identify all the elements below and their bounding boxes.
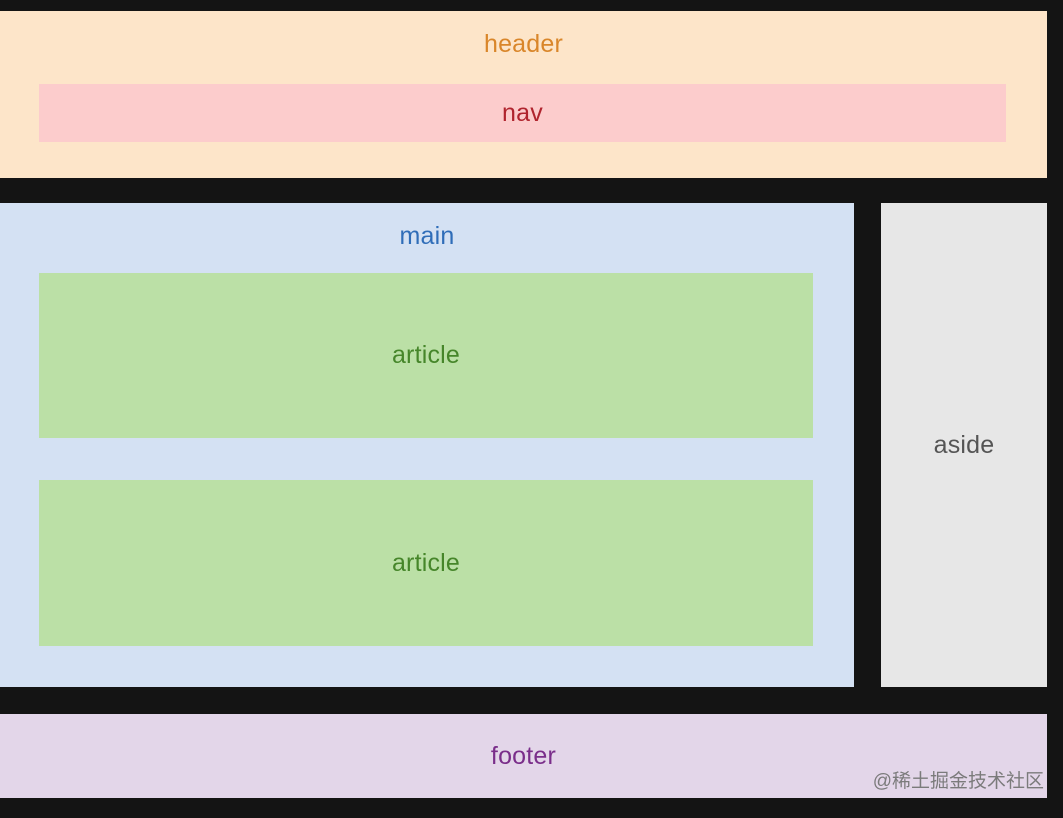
main-label: main: [399, 222, 455, 250]
article-label-1: article: [391, 341, 461, 369]
aside-label: aside: [933, 430, 995, 459]
article-region-1: article: [39, 273, 813, 438]
article-region-2: article: [39, 480, 813, 646]
footer-label: footer: [490, 741, 557, 770]
nav-region: nav: [39, 84, 1006, 142]
footer-region: footer: [0, 714, 1047, 798]
header-label: header: [483, 30, 564, 58]
nav-label: nav: [502, 98, 543, 127]
aside-region: aside: [881, 203, 1047, 687]
article-label-2: article: [391, 548, 461, 577]
watermark-credit: @稀土掘金技术社区: [872, 771, 1044, 792]
